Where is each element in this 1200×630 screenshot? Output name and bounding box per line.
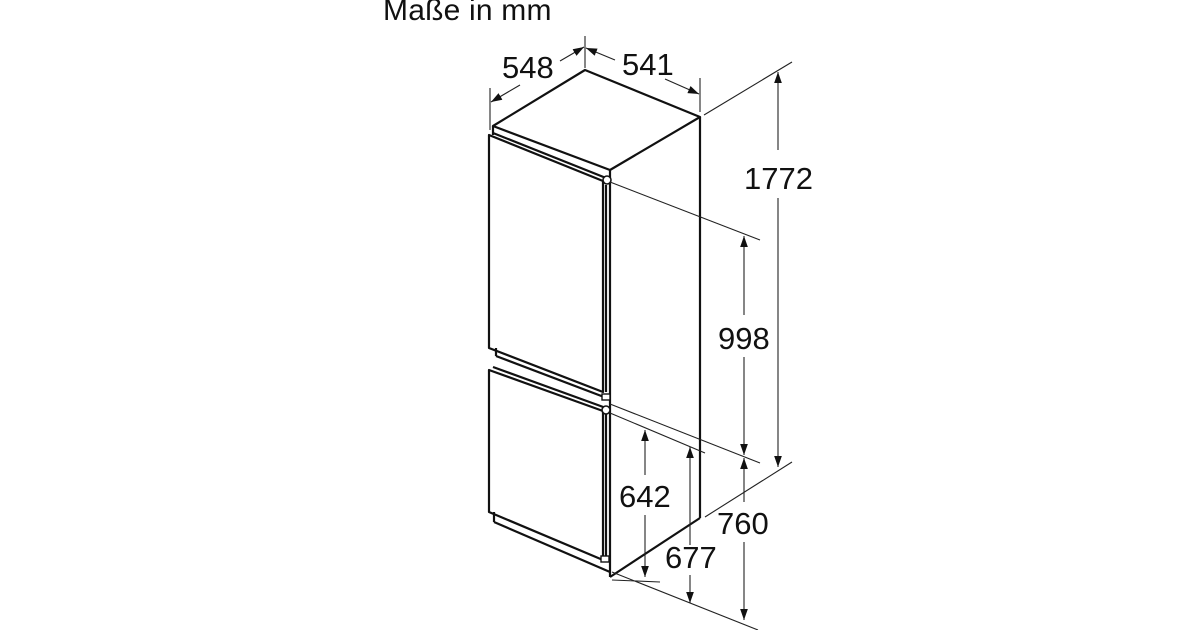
depth-width-dimensions: 548 541 — [489, 36, 701, 130]
lower-hinge-dimension: 677 — [665, 447, 717, 603]
width-label: 541 — [622, 47, 674, 82]
lower-door — [487, 365, 611, 574]
lower-door-height-label: 642 — [619, 479, 671, 514]
lower-compartment-dimension: 760 — [717, 458, 769, 620]
diagram-title: Maße in mm — [383, 0, 552, 27]
total-height-label: 1772 — [744, 161, 813, 196]
lower-door-dimension: 642 — [619, 430, 671, 577]
depth-label: 548 — [502, 50, 554, 85]
upper-door-height-label: 998 — [718, 321, 770, 356]
total-height-dimension: 1772 — [703, 61, 813, 467]
upper-door-dimension: 998 — [609, 181, 770, 455]
upper-door — [487, 131, 612, 399]
lower-compartment-height-label: 760 — [717, 506, 769, 541]
lower-hinge-height-label: 677 — [665, 540, 717, 575]
reference-lines — [609, 403, 793, 630]
